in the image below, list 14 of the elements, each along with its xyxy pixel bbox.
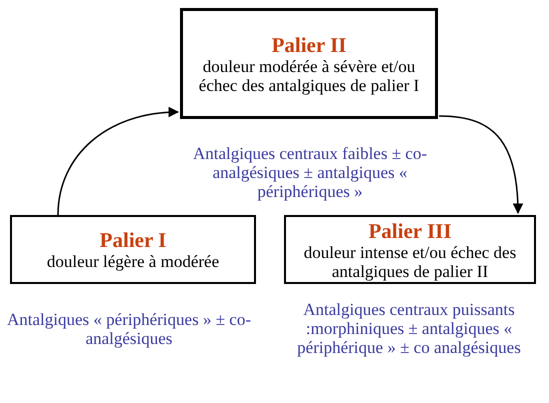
stage-title: Palier III (368, 218, 452, 242)
treatment-note: Antalgiques centraux faibles ± co-analgésiques ± antalgiques « périphériques » (192, 144, 428, 201)
curved-arrow (438, 115, 523, 214)
stage-description: douleur légère à modérée (46, 252, 220, 271)
curved-arrow (57, 107, 180, 216)
stage-title: Palier I (100, 228, 166, 252)
stage-description: douleur modérée à sévère et/ou échec des antalgiques de palier I (198, 56, 420, 94)
treatment-note: Antalgiques centraux puissants :morphiniques ± antalgiques « périphérique » ± co analgésiques (296, 300, 522, 357)
stage-box (10, 215, 256, 284)
stage-title: Palier II (272, 32, 346, 56)
stage-box (284, 215, 536, 284)
stage-box (180, 8, 438, 119)
treatment-note: Antalgiques « périphériques » ± co-analgésiques (6, 310, 252, 348)
stage-description: douleur intense et/ou échec des antalgiques de palier II (302, 242, 518, 280)
